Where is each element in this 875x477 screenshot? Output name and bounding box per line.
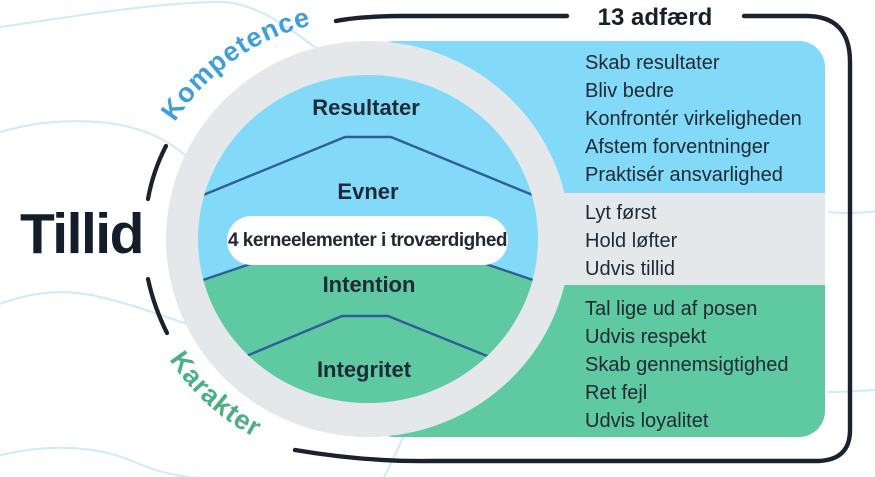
behavior-item: Skab resultater <box>585 52 720 74</box>
segment-label-intention: Intention <box>322 272 416 297</box>
segment-label-resultater: Resultater <box>312 95 420 120</box>
segment-label-evner: Evner <box>337 179 399 204</box>
behaviors-count-label: 13 adfærd <box>597 4 713 31</box>
wave-line <box>0 291 197 328</box>
behavior-item: Ret fejl <box>585 382 648 404</box>
behavior-item: Praktisér ansvarlighed <box>585 164 783 186</box>
wave-line <box>0 446 199 477</box>
behavior-item: Hold løfter <box>585 230 678 252</box>
behavior-item: Lyt først <box>585 202 657 224</box>
wave-line <box>827 210 875 215</box>
behavior-item: Tal lige ud af posen <box>585 298 758 320</box>
behavior-item: Skab gennemsigtighed <box>585 354 789 376</box>
svg-text:Kompetence: Kompetence <box>155 2 313 126</box>
behavior-item: Bliv bedre <box>585 80 674 102</box>
arc-label-karakter: Karakter <box>164 345 266 443</box>
behavior-item: Udvis tillid <box>585 258 676 280</box>
segment-label-integritet: Integritet <box>316 357 412 382</box>
core-elements-pill-text: 4 kerneelementer i troværdighed <box>227 229 508 251</box>
left-arc-dash-top <box>145 143 169 202</box>
wave-line <box>0 120 191 160</box>
wave-line <box>0 0 337 63</box>
arc-label-kompetence: Kompetence <box>155 2 312 126</box>
bracket-top-left-segment <box>333 13 570 24</box>
core-elements-pill: 4 kerneelementer i troværdighed <box>227 216 508 265</box>
behavior-item: Udvis respekt <box>585 326 707 348</box>
behavior-item: Udvis loyalitet <box>585 410 709 432</box>
behavior-item: Konfrontér virkeligheden <box>585 108 802 130</box>
diagram-title: Tillid <box>20 202 144 266</box>
left-arc-dash-bottom <box>145 276 170 336</box>
behavior-item: Afstem forventninger <box>585 136 770 158</box>
wave-line <box>382 434 405 477</box>
svg-text:Karakter: Karakter <box>164 345 267 443</box>
